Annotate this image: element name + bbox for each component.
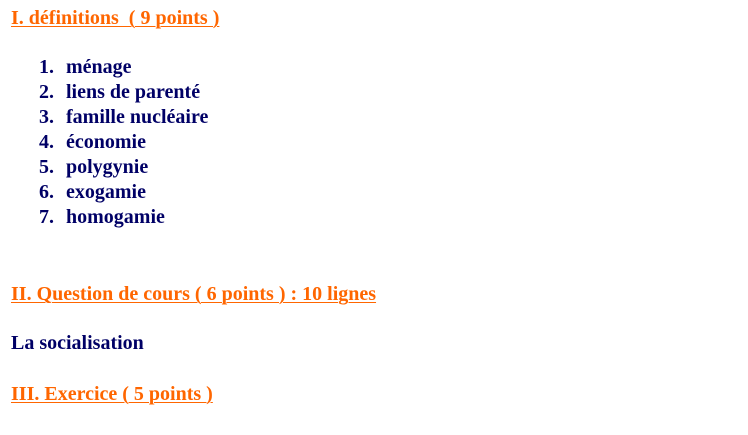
item-number: 7.: [39, 206, 54, 228]
list-item: 5. polygynie: [0, 155, 208, 180]
item-number: 3.: [39, 106, 54, 128]
item-term: homogamie: [66, 206, 165, 228]
list-item: 4. économie: [0, 130, 208, 155]
item-number: 6.: [39, 181, 54, 203]
item-term: économie: [66, 131, 146, 153]
question-topic: La socialisation: [11, 332, 144, 354]
section-heading-exercise: III. Exercice ( 5 points ): [11, 383, 213, 405]
item-number: 2.: [39, 81, 54, 103]
list-item: 2. liens de parenté: [0, 80, 208, 105]
list-item: 7. homogamie: [0, 205, 208, 230]
item-term: ménage: [66, 56, 132, 78]
item-term: liens de parenté: [66, 81, 201, 103]
list-item: 3. famille nucléaire: [0, 105, 208, 130]
definitions-list: 1. ménage 2. liens de parenté 3. famille nu…: [0, 55, 208, 230]
item-term: exogamie: [66, 181, 146, 203]
list-item: 6. exogamie: [0, 180, 208, 205]
item-term: famille nucléaire: [66, 106, 209, 128]
item-number: 4.: [39, 131, 54, 153]
section-heading-definitions: I. définitions ( 9 points ): [11, 7, 220, 29]
item-number: 1.: [39, 56, 54, 78]
item-number: 5.: [39, 156, 54, 178]
list-item: 1. ménage: [0, 55, 208, 80]
item-term: polygynie: [66, 156, 149, 178]
section-heading-question: II. Question de cours ( 6 points ) : 10 …: [11, 283, 377, 305]
